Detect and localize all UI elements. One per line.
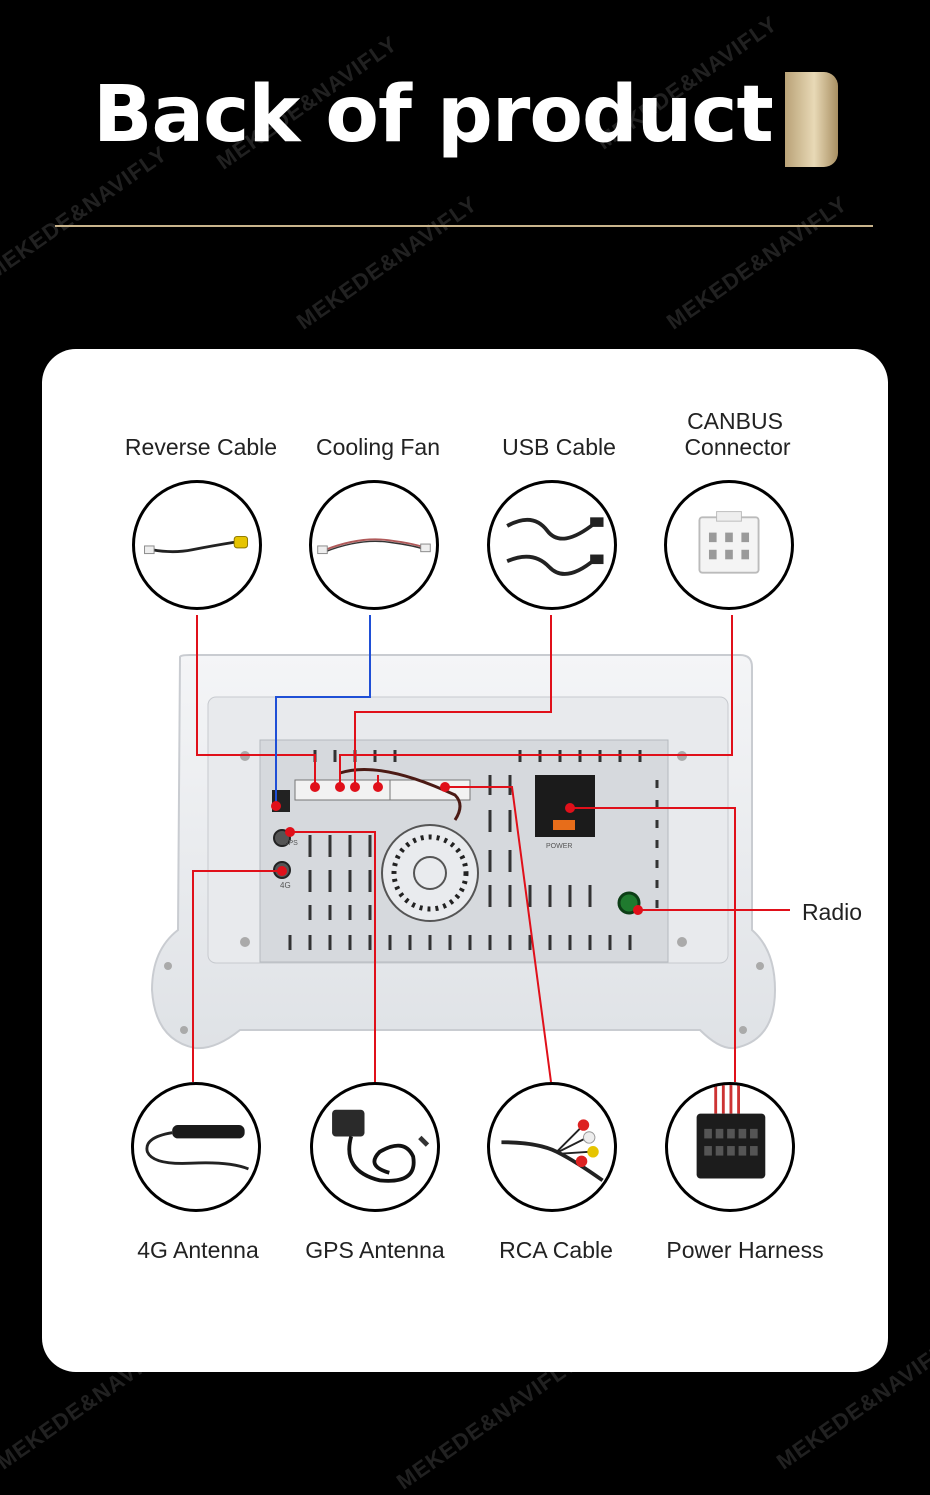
- 4g-antenna-icon: [145, 1125, 249, 1171]
- gps-antenna-label: GPS Antenna: [305, 1237, 445, 1263]
- connection-lines: [192, 615, 790, 1083]
- reverse-cable-image: [132, 480, 262, 610]
- reverse-cable-label: Reverse Cable: [124, 434, 278, 460]
- rca-cable-icon: [501, 1119, 604, 1182]
- divider: [55, 225, 873, 227]
- cooling-fan-label: Cooling Fan: [315, 434, 441, 460]
- rca-cable-label: RCA Cable: [499, 1237, 613, 1263]
- 4g-antenna-image: [131, 1082, 261, 1212]
- gps-port-label: GPS: [283, 840, 298, 847]
- power-harness-image: [665, 1082, 795, 1212]
- canbus-label-line1: CANBUS: [687, 408, 783, 434]
- cooling-fan-cable-icon: [317, 538, 431, 555]
- usb-cable-icon: [506, 517, 604, 576]
- page-title: Back of product: [93, 70, 774, 160]
- radio-label: Radio: [801, 899, 863, 925]
- cooling-fan-image: [309, 480, 439, 610]
- reverse-cable-icon: [144, 535, 249, 555]
- 4g-port-label: 4G: [280, 881, 291, 890]
- usb-line: [354, 615, 552, 785]
- gps-line: [290, 831, 376, 1082]
- canbus-label-line2: Connector: [684, 434, 791, 460]
- reverse-cable-line: [196, 615, 316, 785]
- usb-cable-image: [487, 480, 617, 610]
- cooling-fan-line: [275, 615, 371, 805]
- power-harness-icon: [696, 1085, 766, 1179]
- canbus-line: [339, 615, 733, 785]
- 4g-line: [192, 870, 282, 1082]
- usb-cable-label: USB Cable: [502, 434, 616, 460]
- connection-dots: [271, 782, 643, 915]
- head-unit-back: [150, 654, 777, 1050]
- rca-line: [445, 786, 552, 1083]
- gold-accent-tab: [785, 72, 838, 167]
- gps-antenna-image: [310, 1082, 440, 1212]
- 4g-antenna-label: 4G Antenna: [137, 1237, 259, 1263]
- power-harness-label: Power Harness: [666, 1237, 824, 1263]
- canbus-connector-icon: [698, 511, 760, 574]
- rca-cable-image: [487, 1082, 617, 1212]
- power-line: [570, 807, 736, 1082]
- power-port-label: POWER: [546, 843, 572, 850]
- gps-antenna-icon: [332, 1109, 430, 1183]
- canbus-connector-image: [664, 480, 794, 610]
